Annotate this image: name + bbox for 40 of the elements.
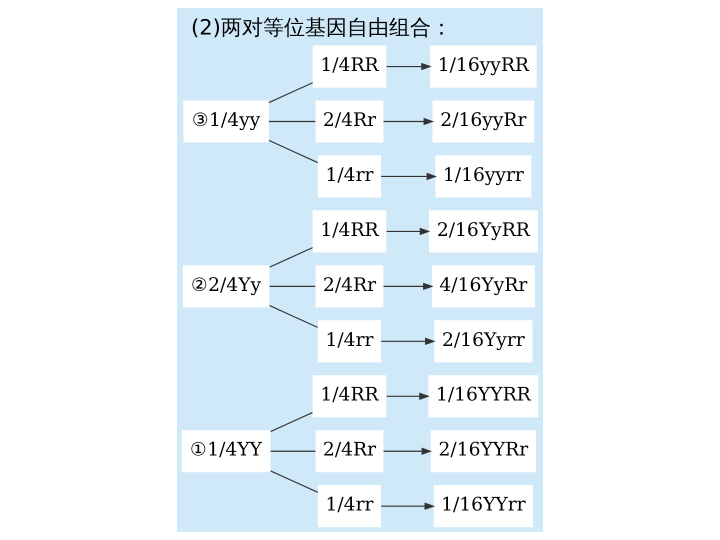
arrow bbox=[386, 62, 432, 70]
node-box: 2/4Rr bbox=[316, 100, 384, 143]
node-box: 1/16yyrr bbox=[435, 155, 532, 198]
arrow bbox=[386, 228, 430, 236]
node-box: 1/4RR bbox=[312, 210, 386, 252]
arrow bbox=[384, 118, 434, 126]
connector bbox=[270, 470, 318, 493]
node-box: ①1/4YY bbox=[182, 430, 271, 472]
arrow bbox=[381, 502, 436, 510]
node-box: 2/16YyRR bbox=[429, 210, 538, 252]
connector bbox=[268, 140, 318, 164]
node-box: 1/16yyRR bbox=[430, 46, 537, 88]
arrow bbox=[381, 338, 436, 346]
node-box: 1/4rr bbox=[318, 320, 382, 362]
node-box: 1/4RR bbox=[312, 46, 386, 88]
connector bbox=[269, 305, 318, 328]
node-box: 1/4rr bbox=[318, 155, 382, 198]
node-box: 2/4Rr bbox=[316, 265, 384, 308]
arrow bbox=[386, 392, 430, 400]
node-box: 1/16YYRR bbox=[428, 375, 538, 418]
node-box: 1/16YYrr bbox=[434, 485, 534, 528]
node-box: ②2/4Yy bbox=[182, 265, 270, 308]
node-box: 2/16yyRr bbox=[432, 100, 534, 143]
node-box: ③1/4yy bbox=[183, 100, 269, 143]
node-box: 2/16YYRr bbox=[430, 430, 536, 472]
connector bbox=[269, 247, 313, 268]
connector bbox=[270, 286, 316, 287]
arrow bbox=[384, 448, 432, 455]
node-box: 4/16YyRr bbox=[432, 265, 535, 308]
connector bbox=[268, 120, 316, 122]
node-box: 2/16Yyrr bbox=[434, 320, 532, 362]
node-box: 1/4RR bbox=[312, 375, 386, 418]
connector bbox=[270, 412, 313, 432]
node-box: 2/4Rr bbox=[316, 430, 384, 472]
arrow bbox=[384, 282, 434, 290]
diagram-title: (2)两对等位基因自由组合： bbox=[191, 14, 452, 40]
connector bbox=[270, 450, 316, 452]
node-box: 1/4rr bbox=[318, 485, 382, 528]
arrow bbox=[381, 172, 438, 180]
connector bbox=[268, 82, 313, 104]
